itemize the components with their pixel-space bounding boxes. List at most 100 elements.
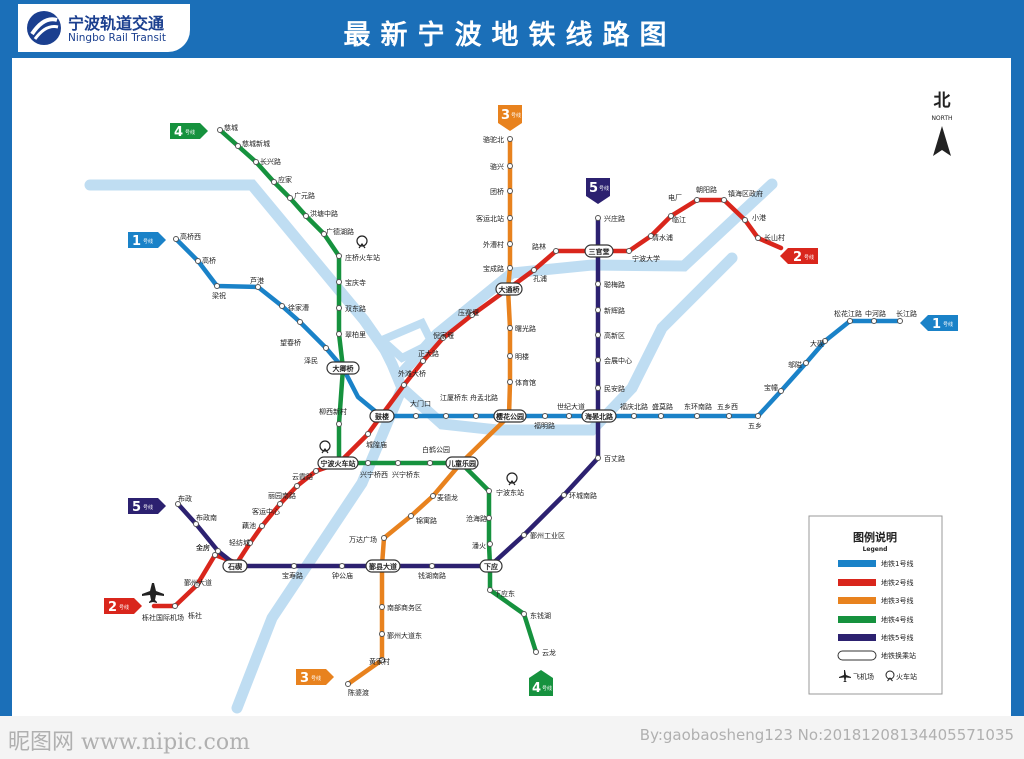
station-label: 陈婆渡 bbox=[348, 688, 369, 697]
legend-swatch-line-2 bbox=[838, 579, 876, 586]
station-dot bbox=[668, 213, 674, 219]
station-label: 电厂 bbox=[668, 193, 682, 202]
station-label: 临江 bbox=[672, 215, 686, 224]
station-label: 新辉路 bbox=[604, 306, 625, 315]
station-label: 路林 bbox=[532, 242, 546, 251]
station-label: 高桥 bbox=[202, 256, 216, 265]
station-dot bbox=[822, 338, 828, 344]
station-dot bbox=[303, 213, 309, 219]
station-dot bbox=[271, 179, 277, 185]
footer: 昵图网 www.nipic.com By:gaobaosheng123 No:2… bbox=[0, 716, 1024, 759]
legend-label: 地铁换乘站 bbox=[881, 651, 916, 660]
station-dot bbox=[365, 431, 371, 437]
station-label: 孔浦 bbox=[533, 274, 547, 283]
legend-swatch-line-3 bbox=[838, 597, 876, 604]
station-label: 金房 bbox=[196, 543, 210, 552]
station-dot bbox=[561, 492, 567, 498]
station-label: 倪家堰 bbox=[433, 331, 454, 340]
svg-text:2: 2 bbox=[793, 250, 802, 265]
station-label: 广德湖路 bbox=[326, 227, 354, 236]
station-dot bbox=[440, 335, 446, 341]
line-4-labels: 慈城 慈城新城 长兴路 应家 广元路 洪塘中路 广德湖路 庄桥火车站 宝庆寺 双… bbox=[224, 123, 556, 657]
watermark-left: 昵图网 www.nipic.com bbox=[8, 730, 250, 755]
station-dot bbox=[408, 513, 414, 519]
station-dot bbox=[395, 460, 401, 466]
station-dot bbox=[379, 657, 385, 663]
interchange-label: 大通桥 bbox=[499, 285, 521, 294]
station-dot bbox=[721, 197, 727, 203]
station-label: 骆驼北 bbox=[483, 135, 504, 144]
station-label: 百丈路 bbox=[604, 454, 625, 463]
interchange-sanguantang bbox=[584, 244, 614, 258]
station-label: 梁祝 bbox=[212, 291, 226, 300]
station-label: 麦德龙 bbox=[437, 493, 458, 502]
station-label: 长江路 bbox=[896, 309, 917, 318]
station-label: 邬隘 bbox=[788, 360, 802, 369]
station-dot bbox=[595, 215, 601, 221]
legend-label: 地铁2号线 bbox=[881, 578, 913, 587]
station-dot bbox=[321, 231, 327, 237]
page-title: 最新宁波地铁线路图 bbox=[343, 20, 677, 51]
station-label: 东环南路 bbox=[684, 402, 712, 411]
legend-swatch-line-5 bbox=[838, 634, 876, 641]
legend-subtitle: Legend bbox=[863, 546, 888, 553]
line-3-labels-right: 曙光路 明楼 体育馆 麦德龙 锦寓路 万达广场 南部商务区 鄞州大道东 黄家村 … bbox=[348, 324, 536, 697]
station-label: 外漕村 bbox=[483, 240, 504, 249]
station-dot bbox=[755, 413, 761, 419]
station-label: 云霞路 bbox=[292, 472, 313, 481]
interchange-yinghuagongyuan bbox=[493, 409, 527, 423]
station-dot bbox=[413, 413, 419, 419]
logo: 宁波轨道交通 Ningbo Rail Transit bbox=[18, 4, 190, 52]
station-dot bbox=[486, 488, 492, 494]
station-dot bbox=[595, 332, 601, 338]
station-label: 高桥西 bbox=[180, 232, 201, 241]
station-label: 舟孟北路 bbox=[470, 393, 498, 402]
svg-text:1: 1 bbox=[132, 234, 141, 249]
station-dot bbox=[871, 318, 877, 324]
svg-text:号线: 号线 bbox=[599, 185, 609, 192]
station-label: 曙光路 bbox=[515, 324, 536, 333]
legend-label: 地铁5号线 bbox=[881, 633, 913, 642]
station-label: 客运中心 bbox=[252, 507, 280, 516]
svg-text:号线: 号线 bbox=[804, 254, 814, 261]
interchange-label: 鄞县大道 bbox=[369, 562, 397, 571]
metro-map-canvas: 大卿桥 鼓楼 樱花公园 海晏北路 大通桥 三官堂 宁波火车站 儿童乐园 石碶 鄞… bbox=[84, 91, 958, 714]
station-dot bbox=[193, 521, 199, 527]
compass-north-cn: 北 bbox=[934, 91, 951, 111]
interchange-xiaying bbox=[479, 559, 503, 573]
svg-text:号线: 号线 bbox=[119, 604, 129, 611]
station-dot bbox=[235, 143, 241, 149]
station-label: 金房 bbox=[196, 543, 210, 552]
interchange-label: 三官堂 bbox=[589, 247, 610, 256]
station-label: 钟公庙 bbox=[332, 571, 353, 580]
station-dot bbox=[553, 248, 559, 254]
ningbo-rail-logo-icon bbox=[27, 11, 61, 45]
station-dot bbox=[255, 284, 261, 290]
station-label: 丽园南路 bbox=[268, 491, 296, 500]
station-label: 宝庆寺 bbox=[345, 278, 366, 287]
station-dot bbox=[626, 248, 632, 254]
station-label: 长山村 bbox=[764, 233, 785, 242]
interchange-ertongleyuan bbox=[445, 456, 479, 470]
station-label: 锦寓路 bbox=[416, 516, 437, 525]
legend-interchange-swatch bbox=[837, 650, 877, 661]
station-dot bbox=[336, 253, 342, 259]
legend-label: 火车站 bbox=[896, 672, 917, 681]
station-dot bbox=[287, 195, 293, 201]
legend-swatch-line-1 bbox=[838, 560, 876, 567]
station-label: 云龙 bbox=[542, 648, 556, 657]
station-label: 福庆北路 bbox=[620, 402, 648, 411]
interchange-labels: 大卿桥 鼓楼 樱花公园 海晏北路 大通桥 三官堂 宁波火车站 儿童乐园 石碶 鄞… bbox=[227, 247, 614, 571]
station-dot bbox=[507, 241, 513, 247]
svg-text:3: 3 bbox=[501, 108, 510, 123]
station-dot bbox=[847, 318, 853, 324]
station-label: 潘火 bbox=[472, 541, 486, 550]
line-5-labels: 兴庄路 聪梅路 新辉路 高新区 会展中心 民安路 百丈路 环城南路 鄞州工业区 … bbox=[178, 214, 632, 580]
station-label: 小港 bbox=[752, 213, 766, 222]
station-label: 五乡西 bbox=[717, 403, 738, 411]
station-dot bbox=[173, 236, 179, 242]
